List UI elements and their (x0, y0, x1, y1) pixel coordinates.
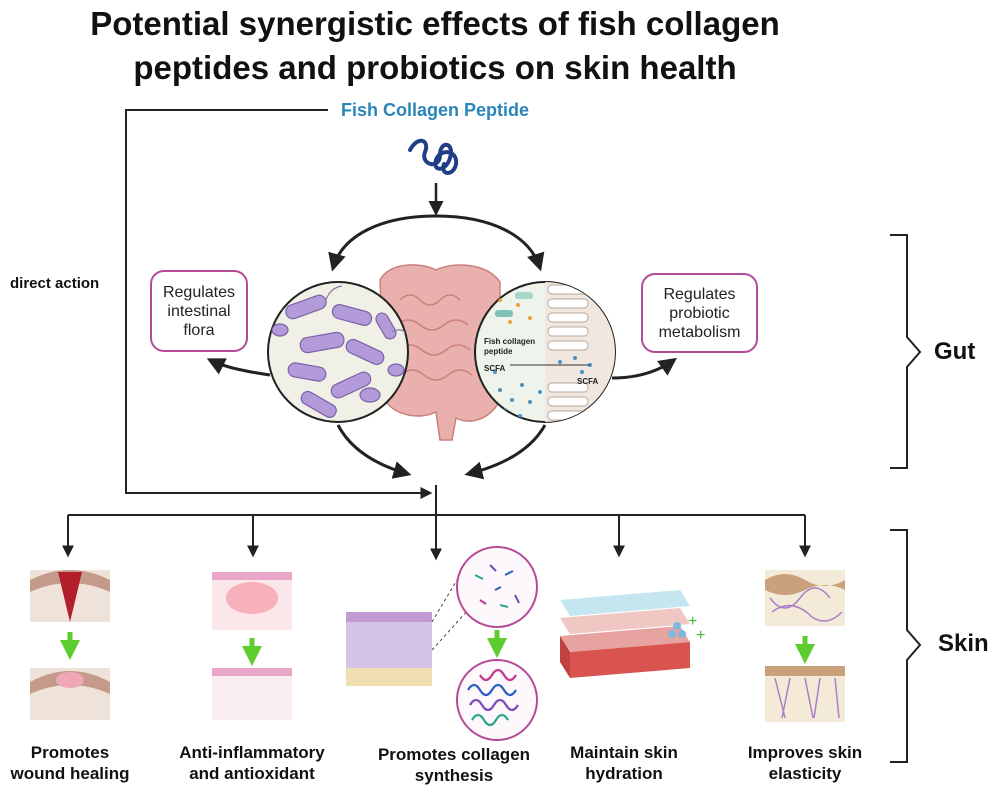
inset-scfa-right-text: SCFA (577, 377, 599, 386)
inset-scfa-left-text: SCFA (484, 364, 506, 373)
diagram-title: Potential synergistic effects of fish co… (0, 2, 870, 90)
wound-healing-illustration (30, 570, 110, 720)
fish-collagen-peptide-label: Fish Collagen Peptide (340, 100, 530, 120)
collagen-synthesis-illustration (346, 546, 538, 741)
anti-inflammatory-illustration (212, 572, 292, 720)
caption-4-line-2: hydration (585, 764, 663, 783)
caption-1-line-1: Promotes (30, 743, 110, 762)
caption-skin-hydration: Maintain skin hydration (529, 742, 719, 784)
metabolism-inset: Fish collagen peptide SCFA SCFA (474, 281, 616, 423)
regulates-metabolism-box: Regulates probiotic metabolism (641, 273, 758, 353)
gut-flora-inset (267, 281, 409, 423)
caption-collagen-synthesis: Promotes collagen synthesis (359, 744, 549, 786)
right-box-line-2: probiotic (669, 304, 730, 322)
caption-1-line-2: wound healing (10, 764, 130, 783)
svg-text:+: + (688, 613, 697, 630)
caption-3-line-1: Promotes collagen (377, 745, 531, 764)
arrow-to-metabolism-box (611, 357, 677, 380)
caption-2-line-2: and antioxidant (189, 764, 315, 783)
caption-3-line-2: synthesis (414, 766, 494, 785)
left-box-line-2: intestinal (167, 302, 231, 320)
direct-action-line (125, 109, 428, 494)
title-line-1: Potential synergistic effects of fish co… (90, 5, 780, 42)
caption-2-line-1: Anti-inflammatory (179, 743, 325, 762)
arrow-right-circle-down (464, 424, 547, 480)
caption-skin-elasticity: Improves skin elasticity (710, 742, 900, 784)
arrow-left-circle-down (336, 424, 412, 479)
right-box-line-1: Regulates (663, 285, 736, 303)
caption-anti-inflammatory: Anti-inflammatory and antioxidant (157, 742, 347, 784)
left-box-line-3: flora (183, 321, 215, 339)
caption-5-line-1: Improves skin (747, 743, 863, 762)
left-box-line-1: Regulates (162, 283, 236, 301)
skin-elasticity-illustration (765, 570, 845, 722)
regulates-flora-box: Regulates intestinal flora (150, 270, 248, 352)
title-line-2: peptides and probiotics on skin health (133, 49, 737, 86)
gut-bracket (890, 234, 922, 469)
caption-5-line-2: elasticity (768, 764, 842, 783)
caption-wound-healing: Promotes wound healing (0, 742, 165, 784)
skin-bracket (890, 529, 922, 763)
arc-arrow-right (435, 214, 545, 272)
caption-4-line-1: Maintain skin (570, 743, 678, 762)
collagen-peptide-icon (408, 138, 459, 175)
right-box-line-3: metabolism (658, 323, 741, 341)
svg-text:+: + (696, 627, 705, 644)
arrow-to-flora-box (206, 358, 271, 377)
skin-hydration-illustration: + + (560, 590, 705, 678)
direct-action-label: direct action (10, 275, 100, 292)
skin-section-label: Skin (938, 630, 989, 657)
gut-section-label: Gut (934, 338, 976, 365)
inset-fish-collagen-text: Fish collagen (484, 337, 535, 346)
arc-arrow-left (328, 214, 437, 272)
inset-peptide-text: peptide (484, 347, 513, 356)
